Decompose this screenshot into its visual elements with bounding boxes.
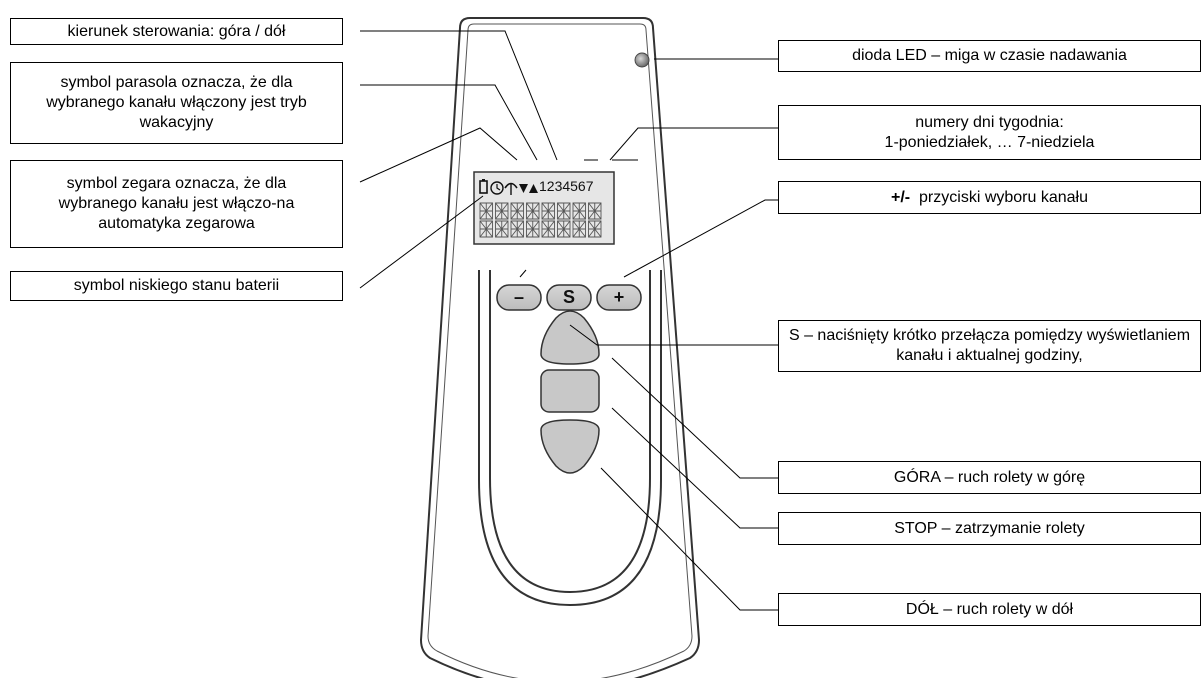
umbrella-icon	[504, 182, 518, 195]
callout-channel-bold: +/-	[891, 188, 911, 206]
callout-days: numery dni tygodnia: 1-poniedziałek, … 7…	[778, 105, 1201, 160]
remote-inner-outline	[427, 23, 693, 678]
battery-icon	[479, 179, 488, 194]
callout-umbrella-text: symbol parasola oznacza, że dla wybraneg…	[46, 74, 307, 131]
down-arrow-icon	[519, 184, 528, 193]
leader-days	[609, 127, 778, 161]
lcd-character-cell	[495, 220, 509, 238]
lcd-character-cell	[526, 220, 540, 238]
lcd-day-numbers: 1234567	[539, 178, 594, 194]
callout-up: GÓRA – ruch rolety w górę	[778, 461, 1201, 494]
callout-direction-text: kierunek sterowania: góra / dół	[67, 22, 286, 40]
leader-clock	[359, 127, 518, 183]
lcd-character-cell	[510, 220, 524, 238]
down-button	[540, 419, 600, 474]
minus-button[interactable]: –	[513, 287, 524, 307]
callout-channel-text: przyciski wyboru kanału	[919, 188, 1088, 206]
leader-stop	[611, 407, 778, 529]
lcd-display	[473, 171, 615, 245]
callout-clock: symbol zegara oznacza, że dla wybranego …	[10, 160, 343, 248]
leader-direction	[360, 30, 558, 161]
led-indicator	[634, 52, 650, 68]
leader-channel-minus	[519, 269, 527, 278]
leader-s	[569, 324, 778, 346]
callout-battery: symbol niskiego stanu baterii	[10, 271, 343, 301]
lcd-character-cell	[541, 220, 555, 238]
lcd-character-cell	[510, 202, 524, 220]
lcd-character-cell	[588, 202, 602, 220]
leader-up	[611, 357, 778, 479]
callout-battery-text: symbol niskiego stanu baterii	[73, 277, 280, 294]
button-groove-outer	[478, 270, 662, 607]
lcd-character-cell	[572, 220, 586, 238]
leader-battery	[359, 195, 484, 289]
callout-led-text: dioda LED – miga w czasie nadawania	[852, 47, 1127, 64]
callout-umbrella: symbol parasola oznacza, że dla wybraneg…	[10, 62, 343, 144]
callout-down: DÓŁ – ruch rolety w dół	[778, 593, 1201, 626]
lcd-character-cell	[479, 202, 493, 220]
up-button	[540, 310, 600, 365]
leader-down	[600, 467, 778, 611]
callout-stop-text: STOP – zatrzymanie rolety	[894, 519, 1085, 537]
lcd-character-cell	[479, 220, 493, 238]
lcd-character-cell	[557, 220, 571, 238]
callout-days-line2: 1-poniedziałek, … 7-niedziela	[884, 133, 1095, 151]
lcd-character-cell	[588, 220, 602, 238]
s-button-shape	[546, 284, 592, 311]
plus-button[interactable]: +	[613, 287, 625, 307]
s-button[interactable]: S	[562, 287, 575, 307]
lcd-character-cell	[541, 202, 555, 220]
callout-channel: +/- przyciski wyboru kanału	[778, 181, 1201, 214]
callout-s: S – naciśnięty krótko przełącza pomiędzy…	[778, 320, 1201, 372]
callout-days-line1: numery dni tygodnia:	[915, 113, 1064, 131]
callout-led: dioda LED – miga w czasie nadawania	[778, 40, 1201, 72]
up-arrow-icon	[529, 184, 538, 193]
stop-button	[540, 369, 600, 413]
lcd-character-cell	[526, 202, 540, 220]
lcd-character-cell	[572, 202, 586, 220]
leader-channel	[623, 199, 778, 278]
callout-s-text: S – naciśnięty krótko przełącza pomiędzy…	[788, 327, 1191, 364]
button-groove-inner	[489, 270, 651, 594]
callout-direction: kierunek sterowania: góra / dół	[10, 18, 343, 45]
lcd-character-cell	[495, 202, 509, 220]
clock-icon	[490, 181, 504, 195]
leader-umbrella	[360, 84, 538, 161]
callout-stop: STOP – zatrzymanie rolety	[778, 512, 1201, 545]
callout-clock-text: symbol zegara oznacza, że dla wybranego …	[58, 175, 295, 232]
minus-button-shape	[496, 284, 542, 311]
callout-down-text: DÓŁ – ruch rolety w dół	[905, 600, 1074, 618]
lcd-segment-grid	[479, 202, 602, 238]
callout-up-text: GÓRA – ruch rolety w górę	[893, 468, 1086, 486]
lcd-character-cell	[557, 202, 571, 220]
plus-button-shape	[596, 284, 642, 311]
